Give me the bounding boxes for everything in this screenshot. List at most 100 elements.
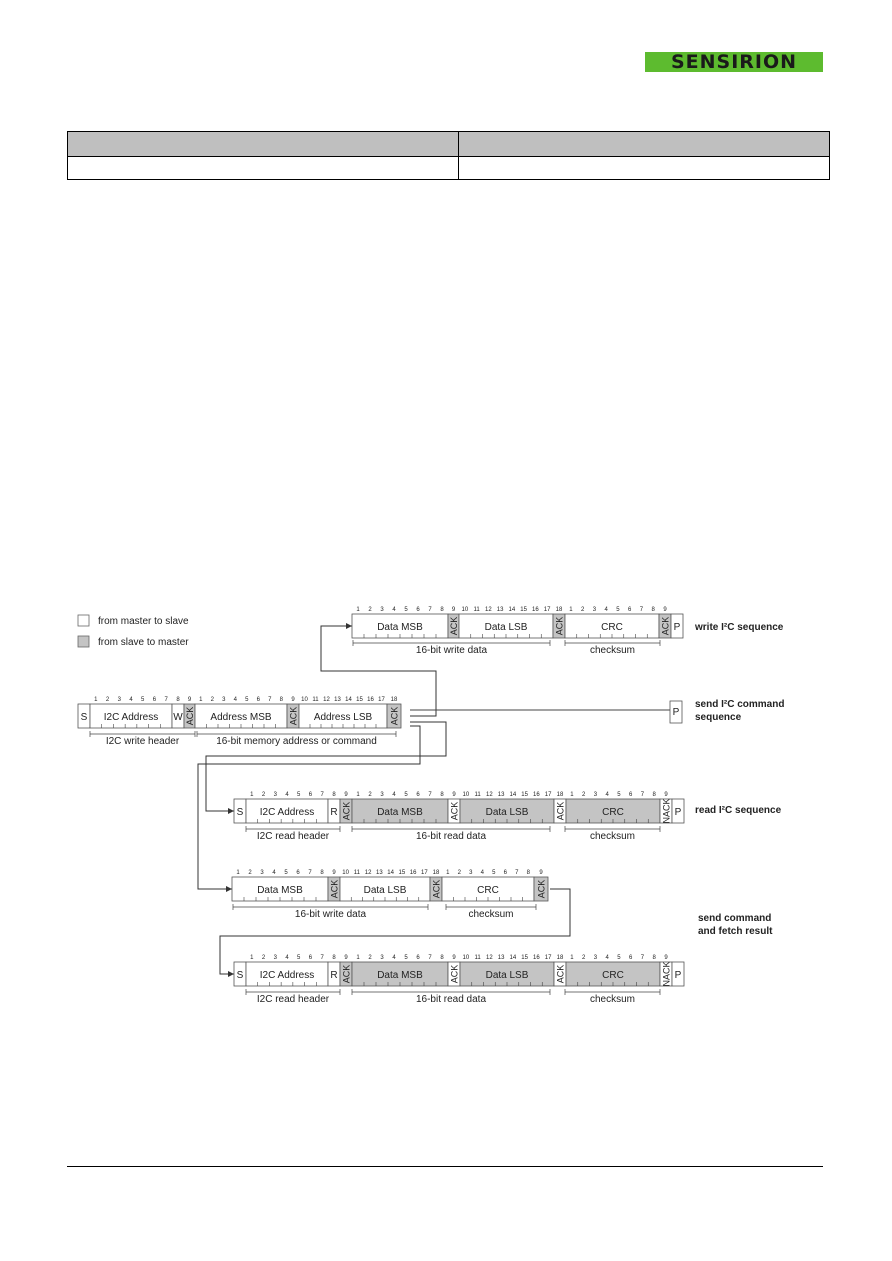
fetch-read-row-bit-number: 8	[440, 955, 444, 961]
fetch-read-row-bit-number: 11	[475, 955, 482, 961]
fetch-write-row-span-label: checksum	[468, 909, 513, 920]
read-row-ack-label: ACK	[342, 802, 352, 821]
write-row-bit-number: 18	[556, 607, 563, 613]
write-row-p-label: P	[674, 622, 681, 633]
fetch-write-row-bit-number: 9	[332, 870, 336, 876]
read-row-bit-number: 13	[498, 792, 505, 798]
read-row-nack-label: NACK	[662, 798, 672, 823]
fetch-write-row-bit-number: 10	[342, 870, 349, 876]
connector-arrow	[228, 808, 234, 814]
connector-fetch-read	[219, 888, 571, 975]
fetch-write-row-bit-number: 4	[481, 870, 485, 876]
header-row-bit-number: 13	[334, 697, 341, 703]
fetch-write-row-bit-number: 1	[236, 870, 240, 876]
read-row-bit-number: 1	[250, 792, 254, 798]
read-row-bit-number: 16	[533, 792, 540, 798]
fetch-read-row-bit-number: 2	[582, 955, 586, 961]
header-row-i2c-address-cell	[89, 703, 173, 729]
read-row-bit-number: 3	[380, 792, 384, 798]
header-row-bit-number: 9	[188, 697, 192, 703]
fetch-read-row-bit-number: 9	[664, 955, 668, 961]
read-row-bit-number: 8	[332, 792, 336, 798]
header-row-bit-number: 4	[234, 697, 238, 703]
read-row-bit-number: 9	[664, 792, 668, 798]
fetch-read-row-bit-number: 17	[545, 955, 552, 961]
fetch-read-row-bit-number: 4	[285, 955, 289, 961]
header-row-i2c-address-label: I2C Address	[104, 712, 158, 723]
read-row-bit-number: 15	[521, 792, 528, 798]
header-table-row	[67, 156, 830, 180]
read-row-bit-number: 8	[652, 792, 656, 798]
read-row-bit-number: 5	[617, 792, 621, 798]
read-row-bit-number: 7	[641, 792, 645, 798]
read-row-bit-number: 4	[285, 792, 289, 798]
fetch-write-row-bit-number: 16	[410, 870, 417, 876]
fetch-read-row-bit-number: 4	[392, 955, 396, 961]
write-row-bit-number: 2	[581, 607, 585, 613]
fetch-read-row-bit-number: 3	[594, 955, 598, 961]
fetch-read-row-i2c-address-label: I2C Address	[260, 970, 314, 981]
fetch-read-row-span-label: checksum	[590, 994, 635, 1005]
read-row-bit-number: 2	[262, 792, 266, 798]
read-row-p-cell	[671, 798, 685, 824]
sensirion-logo: SENSIRION	[645, 52, 823, 72]
fetch-write-row-bit-number: 7	[308, 870, 312, 876]
read-row-span-label: I2C read header	[257, 831, 330, 842]
fetch-write-row-bit-number: 13	[376, 870, 383, 876]
fetch-read-row-bit-number: 2	[368, 955, 372, 961]
read-row-bit-number: 5	[297, 792, 301, 798]
send-command-p-cell	[669, 700, 683, 724]
read-row-bit-number: 9	[452, 792, 456, 798]
fetch-read-row-bit-number: 5	[617, 955, 621, 961]
fetch-read-row-bit-number: 2	[262, 955, 266, 961]
write-row-bit-number: 4	[392, 607, 396, 613]
write-row-bit-number: 5	[616, 607, 620, 613]
header-row-address-lsb-label: Address LSB	[314, 712, 373, 723]
fetch-read-row-bit-number: 5	[297, 955, 301, 961]
header-row-bit-number: 3	[222, 697, 226, 703]
fetch-read-row-ack-label: ACK	[450, 965, 460, 984]
read-row-bit-number: 6	[416, 792, 420, 798]
write-row-ack-label: ACK	[449, 617, 459, 636]
connector-write	[320, 625, 437, 717]
write-row-ack-label: ACK	[555, 617, 565, 636]
fetch-read-row-r-label: R	[330, 970, 337, 981]
header-table-cell	[67, 131, 459, 157]
legend-master-label: from master to slave	[98, 616, 189, 627]
write-row-bit-number: 2	[368, 607, 372, 613]
read-row-bit-number: 9	[344, 792, 348, 798]
fetch-write-row-bit-number: 4	[272, 870, 276, 876]
send-command-p-label: P	[673, 707, 680, 718]
read-row-bit-number: 8	[440, 792, 444, 798]
header-row-bit-number: 7	[268, 697, 272, 703]
header-row-ack-label: ACK	[185, 707, 195, 726]
fetch-write-row-bit-number: 8	[527, 870, 531, 876]
read-row-bit-number: 17	[545, 792, 552, 798]
connector-arrow	[226, 886, 232, 892]
write-row-bit-number: 10	[462, 607, 469, 613]
fetch-read-row-i2c-address-cell	[245, 961, 329, 987]
header-row-w-label: W	[173, 712, 183, 723]
header-row-s-label: S	[81, 712, 88, 723]
legend-master-swatch	[77, 614, 90, 627]
read-row-bit-number: 12	[486, 792, 493, 798]
fetch-read-row-data-lsb-label: Data LSB	[486, 970, 529, 981]
fetch-read-row-bit-number: 3	[274, 955, 278, 961]
fetch-read-row-bit-number: 10	[463, 955, 470, 961]
fetch-write-row-bit-number: 8	[320, 870, 324, 876]
read-row-bit-number: 3	[594, 792, 598, 798]
read-row-bit-number: 2	[368, 792, 372, 798]
connector-fetch	[197, 725, 421, 890]
header-row-bit-number: 1	[199, 697, 203, 703]
read-row-bit-number: 2	[582, 792, 586, 798]
header-row-ack-label: ACK	[289, 707, 299, 726]
connector-arrow	[228, 971, 234, 977]
write-sequence-label: write I²C sequence	[694, 622, 784, 633]
read-row-ack-label: ACK	[450, 802, 460, 821]
write-row-bit-number: 3	[380, 607, 384, 613]
read-row-bit-number: 11	[475, 792, 482, 798]
fetch-write-row-ack-label: ACK	[330, 880, 340, 899]
read-row-bit-number: 7	[320, 792, 324, 798]
legend-slave-swatch	[77, 635, 90, 648]
fetch-read-row-bit-number: 8	[652, 955, 656, 961]
